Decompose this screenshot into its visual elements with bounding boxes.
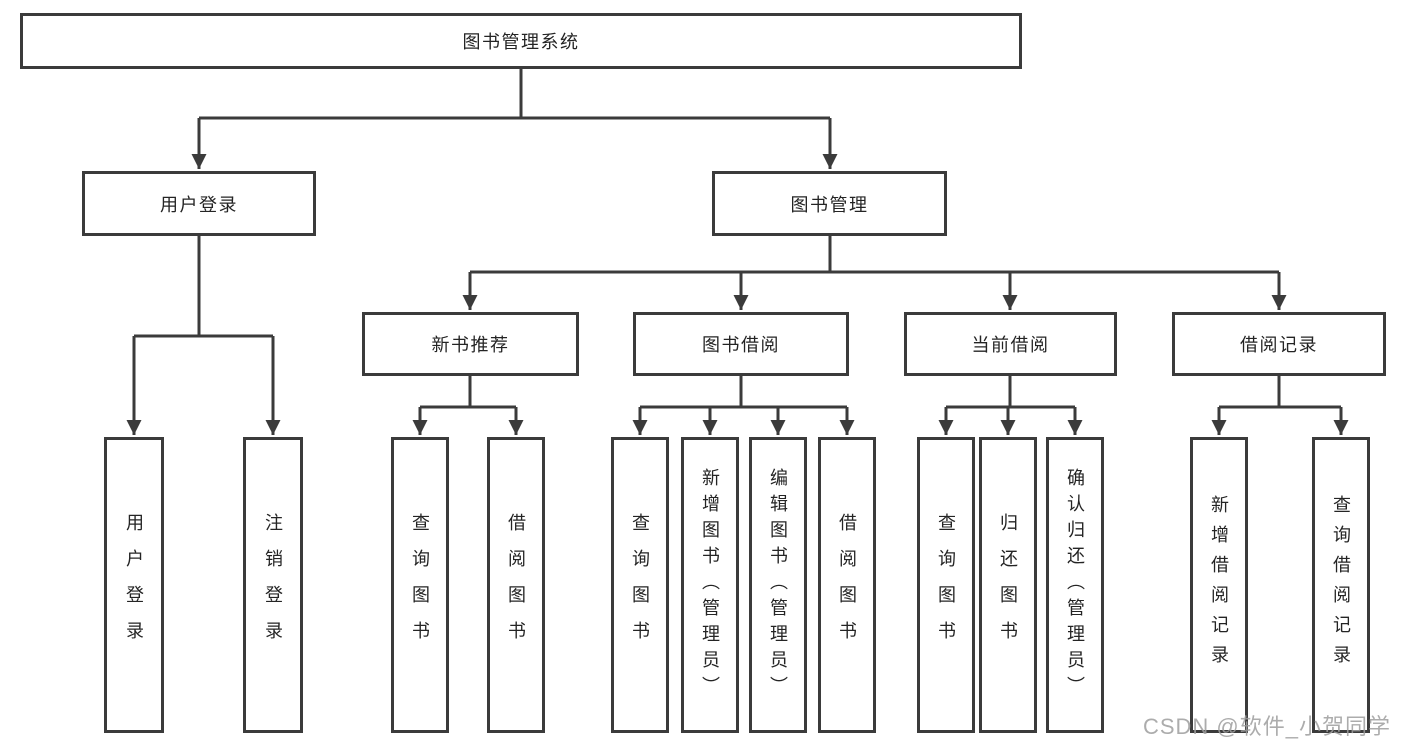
node-user-login: 用户登录 bbox=[82, 171, 316, 236]
leaf-borrow-books-recommend: 借阅图书 bbox=[487, 437, 545, 733]
node-library-management-system: 图书管理系统 bbox=[20, 13, 1022, 69]
node-current-borrowing: 当前借阅 bbox=[904, 312, 1117, 376]
leaf-borrow-books: 借阅图书 bbox=[818, 437, 876, 733]
node-borrow-records: 借阅记录 bbox=[1172, 312, 1386, 376]
leaf-query-borrow-record: 查询借阅记录 bbox=[1312, 437, 1370, 733]
node-book-borrowing: 图书借阅 bbox=[633, 312, 849, 376]
leaf-return-books: 归还图书 bbox=[979, 437, 1037, 733]
leaf-query-books-recommend: 查询图书 bbox=[391, 437, 449, 733]
leaf-edit-books-admin: 编辑图书（管理员） bbox=[749, 437, 807, 733]
node-book-management: 图书管理 bbox=[712, 171, 947, 236]
node-new-book-recommend: 新书推荐 bbox=[362, 312, 579, 376]
leaf-confirm-return-admin: 确认归还（管理员） bbox=[1046, 437, 1104, 733]
leaf-user-login: 用户登录 bbox=[104, 437, 164, 733]
leaf-add-borrow-record: 新增借阅记录 bbox=[1190, 437, 1248, 733]
leaf-add-books-admin: 新增图书（管理员） bbox=[681, 437, 739, 733]
leaf-query-books-borrowing: 查询图书 bbox=[611, 437, 669, 733]
leaf-logout: 注销登录 bbox=[243, 437, 303, 733]
csdn-watermark: CSDN @软件_小贺同学 bbox=[1142, 714, 1391, 739]
leaf-query-books-current: 查询图书 bbox=[917, 437, 975, 733]
